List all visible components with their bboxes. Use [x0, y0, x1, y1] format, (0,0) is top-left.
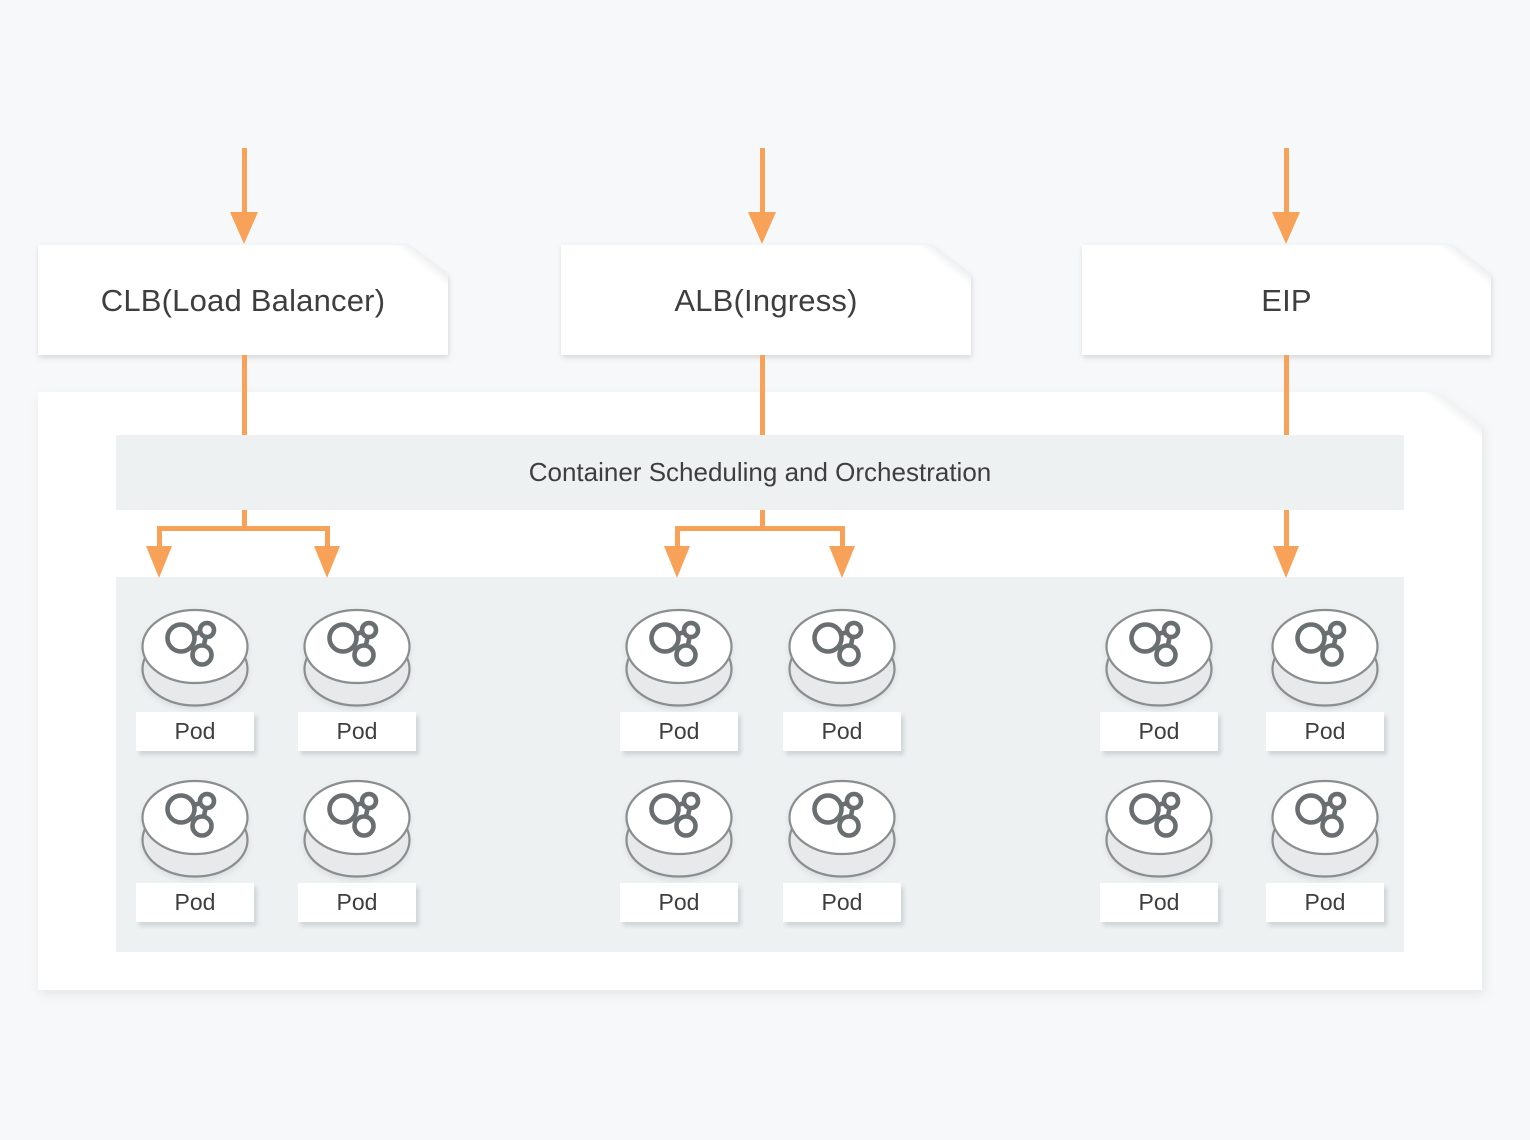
pod-node: Pod: [1100, 779, 1218, 922]
clb-split-left-line: [157, 526, 162, 548]
pod-molecule-icon: [1295, 620, 1347, 667]
eip-feed-line: [1284, 355, 1289, 435]
orchestration-band: Container Scheduling and Orchestration: [116, 435, 1404, 510]
clb-inbound-arrow-line: [242, 148, 247, 216]
clb-split-right-arrowhead: [314, 546, 340, 578]
eip-inbound-arrowhead: [1272, 212, 1300, 244]
pod-molecule-icon: [327, 791, 379, 838]
pod-cylinder-icon: [1271, 779, 1379, 878]
pod-node: Pod: [136, 779, 254, 922]
pod-label: Pod: [1266, 712, 1384, 751]
alb-node: ALB(Ingress): [561, 245, 971, 355]
pod-label: Pod: [783, 883, 901, 922]
pod-molecule-icon: [165, 620, 217, 667]
pod-label: Pod: [783, 712, 901, 751]
clb-split-right-line: [325, 526, 330, 548]
notched-corner: [1416, 392, 1482, 444]
pod-label: Pod: [1266, 883, 1384, 922]
alb-split-left-line: [675, 526, 680, 548]
alb-split-stem: [760, 510, 765, 528]
pod-node: Pod: [298, 779, 416, 922]
eip-drop-line: [1284, 510, 1289, 548]
pod-label: Pod: [620, 712, 738, 751]
pod-label: Pod: [298, 712, 416, 751]
alb-split-right-line: [840, 526, 845, 548]
pod-cylinder-icon: [1105, 608, 1213, 707]
alb-node-label: ALB(Ingress): [674, 282, 858, 318]
pod-node: Pod: [298, 608, 416, 751]
pod-molecule-icon: [812, 791, 864, 838]
pod-cylinder-icon: [303, 779, 411, 878]
clb-split-stem: [242, 510, 247, 528]
pod-cylinder-icon: [1105, 779, 1213, 878]
alb-inbound-arrowhead: [748, 212, 776, 244]
clb-feed-line: [242, 355, 247, 435]
alb-feed-line: [760, 355, 765, 435]
pod-molecule-icon: [1295, 791, 1347, 838]
alb-inbound-arrow-line: [760, 148, 765, 216]
pod-molecule-icon: [812, 620, 864, 667]
clb-node-label: CLB(Load Balancer): [100, 282, 386, 318]
pod-cylinder-icon: [1271, 608, 1379, 707]
clb-node: CLB(Load Balancer): [38, 245, 448, 355]
pod-node: Pod: [620, 779, 738, 922]
pod-cylinder-icon: [788, 779, 896, 878]
eip-drop-arrowhead: [1273, 546, 1299, 578]
pod-label: Pod: [298, 883, 416, 922]
clb-inbound-arrowhead: [230, 212, 258, 244]
pod-label: Pod: [1100, 883, 1218, 922]
pod-node: Pod: [1266, 608, 1384, 751]
pod-molecule-icon: [327, 620, 379, 667]
pod-label: Pod: [620, 883, 738, 922]
pod-molecule-icon: [165, 791, 217, 838]
pod-cylinder-icon: [141, 779, 249, 878]
pod-cylinder-icon: [141, 608, 249, 707]
pod-node: Pod: [136, 608, 254, 751]
pod-label: Pod: [1100, 712, 1218, 751]
pod-cylinder-icon: [788, 608, 896, 707]
pod-label: Pod: [136, 712, 254, 751]
pod-molecule-icon: [649, 791, 701, 838]
pod-node: Pod: [783, 779, 901, 922]
pod-molecule-icon: [1129, 620, 1181, 667]
pod-molecule-icon: [649, 620, 701, 667]
pod-node: Pod: [1100, 608, 1218, 751]
pod-cylinder-icon: [625, 779, 733, 878]
pod-cylinder-icon: [625, 608, 733, 707]
notched-corner: [390, 245, 448, 291]
pod-node: Pod: [1266, 779, 1384, 922]
alb-split-left-arrowhead: [664, 546, 690, 578]
clb-split-left-arrowhead: [146, 546, 172, 578]
pod-label: Pod: [136, 883, 254, 922]
pod-node: Pod: [620, 608, 738, 751]
clb-split-bar: [157, 526, 330, 531]
alb-split-bar: [675, 526, 845, 531]
alb-split-right-arrowhead: [829, 546, 855, 578]
pod-cylinder-icon: [303, 608, 411, 707]
pod-node: Pod: [783, 608, 901, 751]
orchestration-band-title: Container Scheduling and Orchestration: [528, 457, 992, 487]
eip-inbound-arrow-line: [1284, 148, 1289, 216]
notched-corner: [1433, 245, 1491, 291]
eip-node: EIP: [1082, 245, 1491, 355]
eip-node-label: EIP: [1261, 282, 1312, 318]
notched-corner: [913, 245, 971, 291]
pod-molecule-icon: [1129, 791, 1181, 838]
